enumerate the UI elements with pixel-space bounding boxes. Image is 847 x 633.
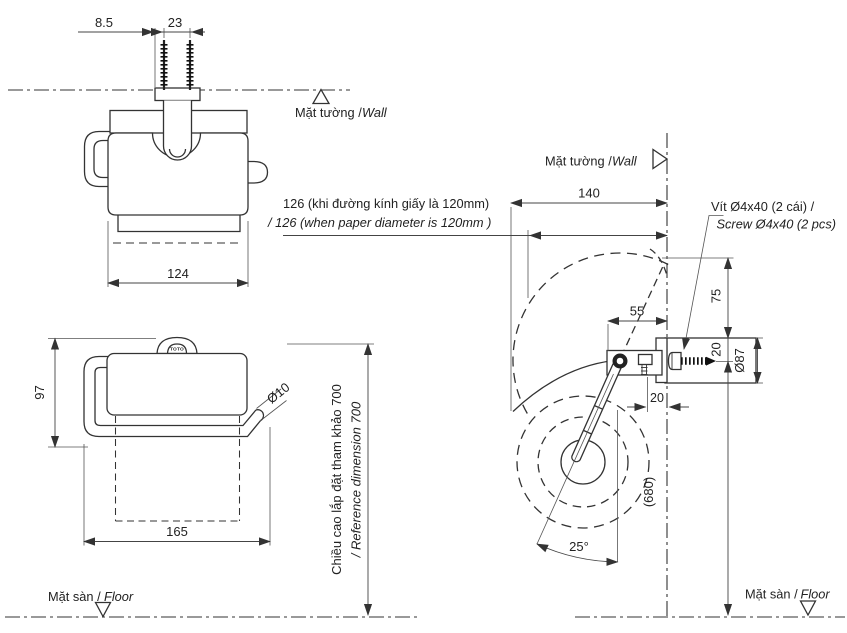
wall-label-top-en: Wall [362,105,388,120]
dim-paper-depth: 126 (khi đường kính giấy là 120mm) / 126… [267,196,668,298]
paper-roll-mid [537,416,629,508]
dim-reference-height: Chiều cao lắp đặt tham khảo 700 / Refere… [287,343,374,616]
floor-label-right-vi: Mặt sàn / [745,587,798,602]
screw-note-vi: Vít Ø4x40 (2 cái) / [711,199,815,214]
roll-bar-inner [94,366,257,427]
dim-bar-diameter-label: Ø10 [264,379,293,406]
floor: Mặt sàn / Floor Mặt sàn / Floor [5,587,845,618]
hinge-knuckle-inner [168,148,187,158]
set-screw [641,364,648,376]
wall-datum-triangle-right-icon [652,148,669,170]
paper-flap [117,215,241,233]
floor-datum-triangle-left-icon [94,601,112,618]
front-view-open: TOTO Ø10 97 165 Ch [32,336,374,616]
paper-roll-outer [516,395,650,529]
floor-label-right-en: Floor [801,587,831,602]
cover-side-curve [512,359,615,412]
roll-bar-outer [83,355,262,438]
dim-screw-spacing: 23 [168,15,182,30]
dim-screw-edge-offset: 8.5 [95,15,113,30]
dim-screw-offsets: 8.5 23 [78,15,205,87]
mounting-plate [154,87,201,102]
hinge-stem [162,100,193,161]
roll-bar-right-end [246,160,269,184]
dim-body-width-label: 124 [167,266,189,281]
swing-arc [512,252,669,414]
dim-bar-diameter: Ø10 [256,379,293,420]
logo-dome [156,336,198,355]
wall-datum-triangle-icon [311,88,331,105]
wall-label-right-en: Wall [612,154,638,169]
cover-raised-hidden [649,248,668,275]
dim-flange-to-axis-label: 20 [709,342,724,356]
dim-swing-angle: 25° [536,373,619,566]
roll-bar-left-end [83,130,110,188]
wall-label-top-vi: Mặt tường / [295,105,362,120]
side-view: Mặt tường / Wall [267,133,836,618]
floor-label-left-en: Floor [104,589,134,604]
paper-note-vi: 126 (khi đường kính giấy là 120mm) [283,196,489,211]
front-view-closed: 8.5 23 124 Mặt tường / Wall [8,15,388,288]
dim-flange-diameter-label: Ø87 [732,348,747,373]
dim-body-wall-gap-label: 20 [650,391,664,405]
paper-hidden-outline [114,416,241,522]
dim-pivot-to-wall-label: 55 [630,304,644,319]
screw-callout: Vít Ø4x40 (2 cái) / Screw Ø4x40 (2 pcs) [682,199,836,350]
roll-bar-tip-cap [255,409,265,422]
arm-raised-hidden [620,262,666,358]
dim-axis-height-label: (680) [641,477,656,507]
dim-body-wall-gap: 20 [627,377,689,412]
dim-top-to-flange-label: 75 [709,289,724,303]
floor-datum-triangle-right-icon [799,600,817,617]
ref-height-vi: Chiều cao lắp đặt tham khảo 700 [329,384,344,575]
dim-swing-angle-label: 25° [569,539,589,554]
wall-screw-side [667,351,733,371]
bracket-detail [637,353,653,366]
cover-open-view [106,352,248,416]
roll-bar-left-inner [93,139,110,179]
dim-body-width: 124 [107,221,249,288]
dim-body-height: 97 [32,337,156,448]
dim-pivot-to-wall: 55 [607,304,668,351]
dim-bar-width-label: 165 [166,524,188,539]
floor-label-left-vi: Mặt sàn / [48,589,101,604]
logo-dome-inner [166,343,188,354]
screw-note-en: Screw Ø4x40 (2 pcs) [717,217,836,232]
dim-depth-label: 140 [578,186,600,201]
wall-label-right-vi: Mặt tường / [545,154,612,169]
pivot-ring [612,353,628,369]
dim-body-height-label: 97 [32,385,47,399]
ref-height-en: / Reference dimension 700 [349,401,364,558]
paper-note-en: / 126 (when paper diameter is 120mm ) [267,215,491,230]
dim-right-stack: 75 20 (680) Ø87 [641,257,763,616]
dim-bar-width: 165 [83,427,271,546]
dim-depth: 140 [510,186,668,411]
brand-logo: TOTO [170,347,184,353]
